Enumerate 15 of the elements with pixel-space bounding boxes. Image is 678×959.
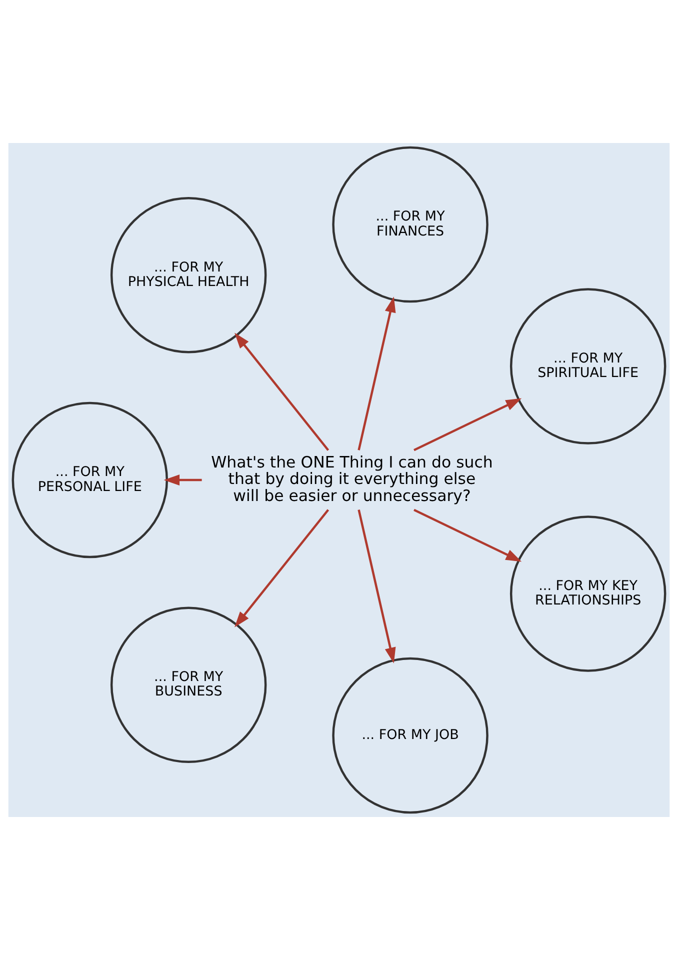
node-circle: ... FOR MY KEY RELATIONSHIPS: [510, 515, 666, 672]
arrow: [164, 474, 202, 486]
arrow: [414, 398, 522, 451]
node-circle: ... FOR MY PHYSICAL HEALTH: [110, 196, 267, 353]
node-circle: ... FOR MY BUSINESS: [110, 606, 267, 763]
arrow: [358, 509, 396, 663]
node-circle: ... FOR MY JOB: [332, 656, 488, 814]
node-circle: ... FOR MY SPIRITUAL LIFE: [510, 288, 666, 444]
arrow: [234, 332, 330, 450]
node-circle: ... FOR MY FINANCES: [332, 146, 488, 302]
node-circle: ... FOR MY PERSONAL LIFE: [12, 401, 168, 558]
arrow: [234, 508, 330, 627]
arrow: [414, 508, 522, 562]
arrow: [358, 296, 396, 450]
node-text: What's the ONE Thing I can do such that by doing it everything else will be easier or unnecessary?: [211, 452, 493, 505]
